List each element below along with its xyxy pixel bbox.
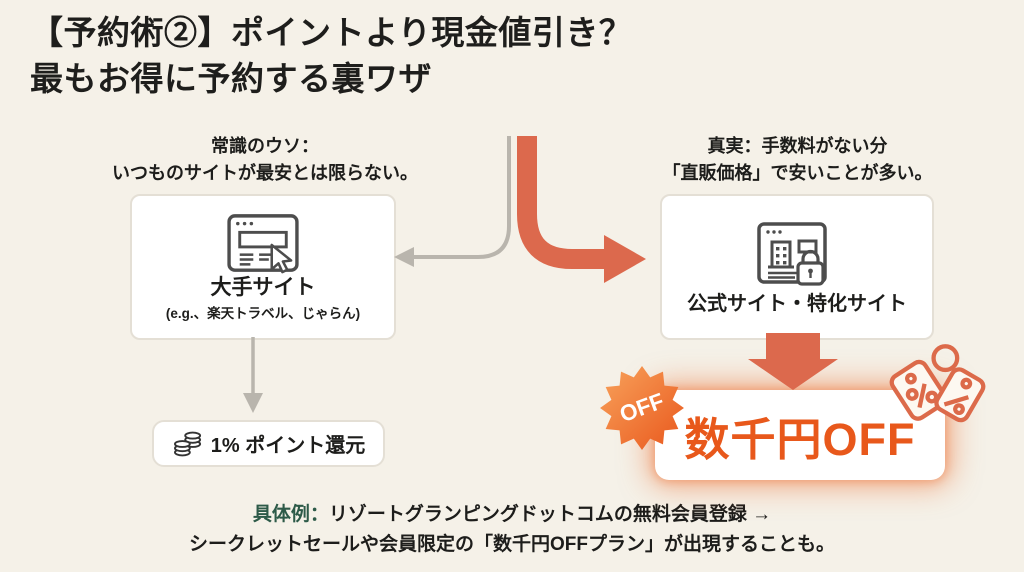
major-sites-subtitle: (e.g.、楽天トラベル、じゃらん) [165, 306, 361, 322]
example-note: 具体例：リゾートグランピングドットコムの無料会員登録 → シークレットセールや会… [0, 500, 1024, 561]
example-line1: 具体例：リゾートグランピングドットコムの無料会員登録 → [0, 500, 1024, 530]
browser-cursor-icon [225, 212, 301, 276]
example-line2: シークレットセールや会員限定の「数千円OFFプラン」が出現することも。 [189, 534, 835, 556]
left-claim-label: 常識のウソ： いつものサイトが最安とは限らない。 [55, 133, 475, 187]
off-starburst-badge: OFF [598, 364, 686, 452]
official-sites-title: 公式サイト・特化サイト [687, 292, 907, 315]
left-claim-line1: 常識のウソ： [211, 136, 319, 156]
browser-building-lock-icon [755, 219, 839, 293]
coins-icon [172, 430, 204, 458]
major-sites-title: 大手サイト [210, 275, 316, 299]
discount-result-text: 数千円OFF [684, 413, 916, 465]
right-claim-line2: 「直販価格」で安いことが多い。 [662, 163, 933, 183]
gray-down-arrow [243, 337, 263, 413]
points-badge: 1% ポイント還元 [152, 420, 385, 467]
page-title: 【予約術②】ポイントより現金値引き？ 最もお得に予約する裏ワザ [30, 10, 632, 101]
example-line1-text: リゾートグランピングドットコムの無料会員登録 → [328, 504, 772, 525]
right-claim-line1: 真実：手数料がない分 [707, 136, 888, 156]
right-claim-label: 真実：手数料がない分 「直販価格」で安いことが多い。 [610, 133, 985, 187]
discount-result-box: 数千円OFF [655, 390, 945, 480]
page-title-line2: 最もお得に予約する裏ワザ [30, 58, 432, 98]
orange-down-arrow [748, 333, 838, 390]
official-sites-card: 公式サイト・特化サイト [660, 194, 934, 340]
page-title-line1: 【予約術②】ポイントより現金値引き？ [30, 13, 633, 52]
price-tags-icon [886, 342, 994, 444]
left-claim-line2: いつものサイトが最安とは限らない。 [112, 163, 418, 183]
points-badge-label: 1% ポイント還元 [210, 435, 366, 457]
example-label: 具体例： [252, 504, 329, 525]
major-sites-card: 大手サイト (e.g.、楽天トラベル、じゃらん) [130, 194, 396, 340]
